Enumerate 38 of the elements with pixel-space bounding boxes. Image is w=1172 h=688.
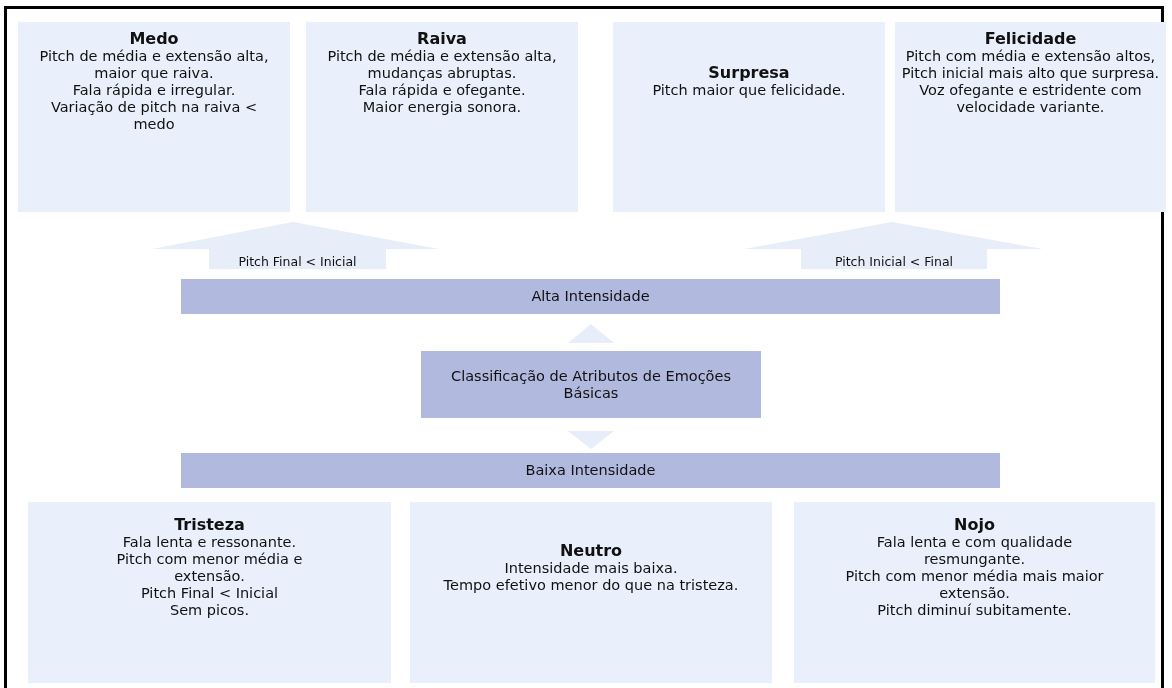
bar-label: Baixa Intensidade xyxy=(525,462,656,479)
description-text: Intensidade mais baixa. xyxy=(503,560,679,577)
bar-label: Alta Intensidade xyxy=(531,288,650,305)
description-text: Pitch com menor média e extensão. xyxy=(115,551,304,585)
description-text: Fala rápida e ofegante. xyxy=(357,82,527,99)
description-text: Sem picos. xyxy=(168,602,251,619)
description-text: Pitch maior que felicidade. xyxy=(651,82,847,99)
description-text: Fala lenta e ressonante. xyxy=(121,534,298,551)
category-bar xyxy=(181,453,1000,488)
block-arrow xyxy=(744,222,1043,269)
block-arrow xyxy=(152,222,439,269)
category-bar xyxy=(181,279,1000,314)
emotion-box xyxy=(895,22,1166,212)
emotion-title: Medo xyxy=(128,30,180,48)
description-text: Pitch Final < Inicial xyxy=(139,585,280,602)
emotion-title: Tristeza xyxy=(173,516,246,534)
description-text: Tempo efetivo menor do que na tristeza. xyxy=(442,577,740,594)
edge-label: Pitch Final < Inicial xyxy=(238,253,357,269)
chevron-arrow xyxy=(568,324,614,343)
description-text: Variação de pitch na raiva < medo xyxy=(49,99,259,133)
category-bar xyxy=(421,351,761,418)
description-text: Pitch de média e extensão alta, mudanças abruptas. xyxy=(326,48,558,82)
description-text: Pitch com menor média mais maior extensão. xyxy=(844,568,1105,602)
emotion-title: Surpresa xyxy=(707,64,791,82)
emotion-title: Raiva xyxy=(416,30,468,48)
emotion-title: Neutro xyxy=(558,542,624,560)
description-text: Pitch de média e extensão alta, maior que raiva. xyxy=(38,48,270,82)
description-text: Fala rápida e irregular. xyxy=(71,82,237,99)
edge-label: Pitch Inicial < Final xyxy=(834,253,954,269)
emotion-title: Felicidade xyxy=(983,30,1078,48)
description-text: Pitch com média e extensão altos, Pitch inicial mais alto que surpresa. xyxy=(900,48,1161,82)
description-text: Voz ofegante e estridente com velocidade variante. xyxy=(918,82,1143,116)
description-text: Fala lenta e com qualidade resmungante. xyxy=(875,534,1074,568)
chevron-arrow xyxy=(568,431,614,449)
bar-label: Classificação de Atributos de Emoções Básicas xyxy=(450,367,732,402)
description-text: Maior energia sonora. xyxy=(361,99,523,116)
emotion-title: Nojo xyxy=(953,516,996,534)
description-text: Pitch diminuí subitamente. xyxy=(876,602,1073,619)
